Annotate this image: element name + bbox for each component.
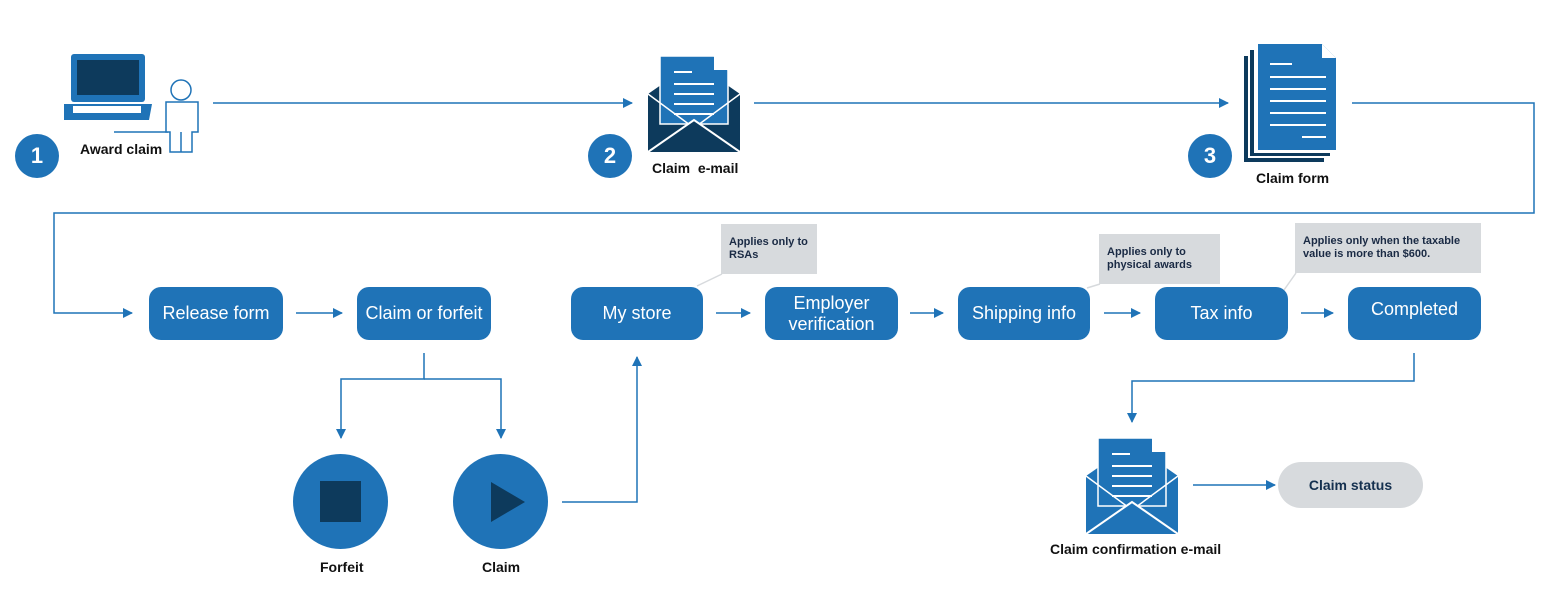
note-physical: Applies only to physical awards [1099, 234, 1220, 284]
note-rsa: Applies only to RSAs [721, 224, 817, 274]
claim-choice [453, 454, 548, 549]
document-stack-icon [1244, 44, 1336, 162]
arrow-completed-to-confirmation [1127, 353, 1415, 423]
completed-step: Completed [1348, 287, 1481, 340]
arrow-split-claim [424, 378, 506, 439]
claim-label: Claim [482, 559, 521, 575]
note-pointer-physical [1086, 283, 1101, 289]
shipping-info-step: Shipping info [958, 287, 1090, 340]
arrow-split-forfeit [336, 353, 425, 439]
note-pointer-taxable [1283, 272, 1297, 291]
release-form-step: Release form [149, 287, 283, 340]
my-store-step: My store [571, 287, 703, 340]
envelope-letter-icon [647, 55, 741, 152]
note-pointer-rsa [696, 273, 723, 287]
laptop-person-icon [64, 54, 199, 153]
arrow-claim-to-store [562, 356, 642, 503]
confirmation-label: Claim confirmation e-mail [1050, 541, 1222, 557]
play-icon [491, 482, 525, 522]
envelope-letter-icon [1085, 437, 1179, 534]
stop-icon [320, 481, 361, 522]
arrow-3-to-release [53, 102, 1535, 318]
tax-info-step: Tax info [1155, 287, 1288, 340]
claim-status-pill: Claim status [1278, 462, 1423, 508]
step-1-badge: 1 [15, 134, 59, 178]
note-taxable: Applies only when the taxable value is m… [1295, 223, 1481, 273]
step-1-label: Award claim [80, 141, 163, 157]
employer-verification-step: Employer verification [765, 287, 898, 340]
step-2-label: Claim e-mail [652, 160, 739, 176]
step-2-badge: 2 [588, 134, 632, 178]
step-3-label: Claim form [1256, 170, 1330, 186]
claim-or-forfeit-step: Claim or forfeit [357, 287, 491, 340]
forfeit-label: Forfeit [320, 559, 364, 575]
step-3-badge: 3 [1188, 134, 1232, 178]
forfeit-choice [293, 454, 388, 549]
